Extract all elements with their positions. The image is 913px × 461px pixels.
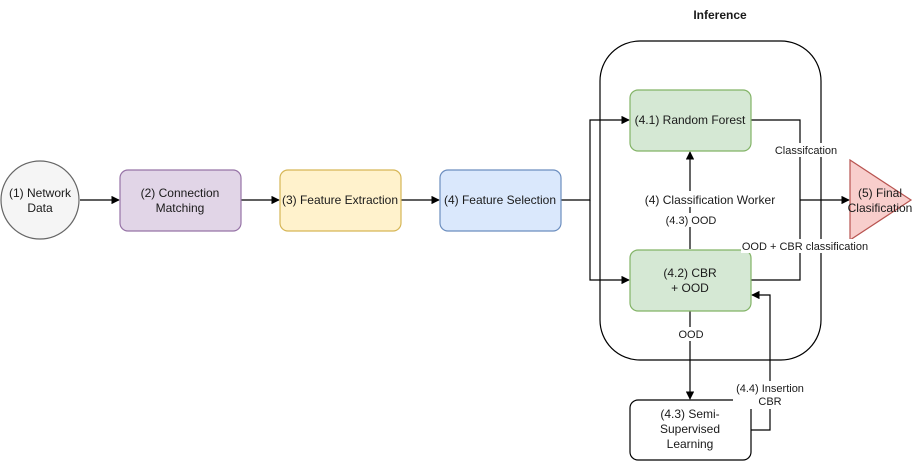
node-feature-selection: (4) Feature Selection [439, 169, 562, 232]
edge-selection-cbr [589, 200, 630, 285]
node-cbr-ood: (4.2) CBR + OOD [629, 249, 752, 312]
matching-label-2: Matching [156, 201, 205, 215]
classification-label: Classifcation [775, 145, 837, 157]
node-network-data: (1) Network Data [0, 160, 80, 240]
ood-down-label: OOD [678, 329, 703, 341]
node-connection-matching: (2) Connection Matching [119, 169, 242, 232]
network-label-2: Data [27, 201, 53, 215]
edge-labels: (4) Classification Worker (4.3) OOD Clas… [644, 143, 869, 409]
node-semi-supervised: (4.3) Semi- Supervised Learning [629, 399, 752, 461]
edge-selection-rf [561, 115, 630, 201]
ood-up-label: (4.3) OOD [666, 215, 717, 227]
edge-semi-cbr [751, 290, 771, 431]
network-label-1: (1) Network [9, 186, 72, 200]
cbr-label-2: + OOD [671, 281, 709, 295]
cbr-label-1: (4.2) CBR [663, 266, 717, 280]
matching-label-1: (2) Connection [141, 186, 220, 200]
final-label-2: Clasification [848, 201, 913, 215]
ood-cbr-label: OOD + CBR classification [742, 241, 868, 253]
insertion-label-1: (4.4) Insertion [736, 383, 804, 395]
semi-label-1: (4.3) Semi- [660, 407, 719, 421]
final-label-1: (5) Final [858, 186, 902, 200]
insertion-label-2: CBR [758, 396, 781, 408]
extraction-label: (3) Feature Extraction [282, 193, 398, 207]
inference-title: Inference [693, 8, 747, 22]
node-random-forest: (4.1) Random Forest [629, 89, 752, 152]
node-feature-extraction: (3) Feature Extraction [279, 169, 402, 232]
node-final-classification: (5) Final Clasification [848, 158, 913, 242]
edges [80, 115, 850, 431]
semi-label-3: Learning [667, 437, 714, 451]
rf-label: (4.1) Random Forest [635, 113, 746, 127]
worker-label: (4) Classification Worker [645, 193, 775, 207]
selection-label: (4) Feature Selection [444, 193, 556, 207]
semi-label-2: Supervised [660, 422, 720, 436]
